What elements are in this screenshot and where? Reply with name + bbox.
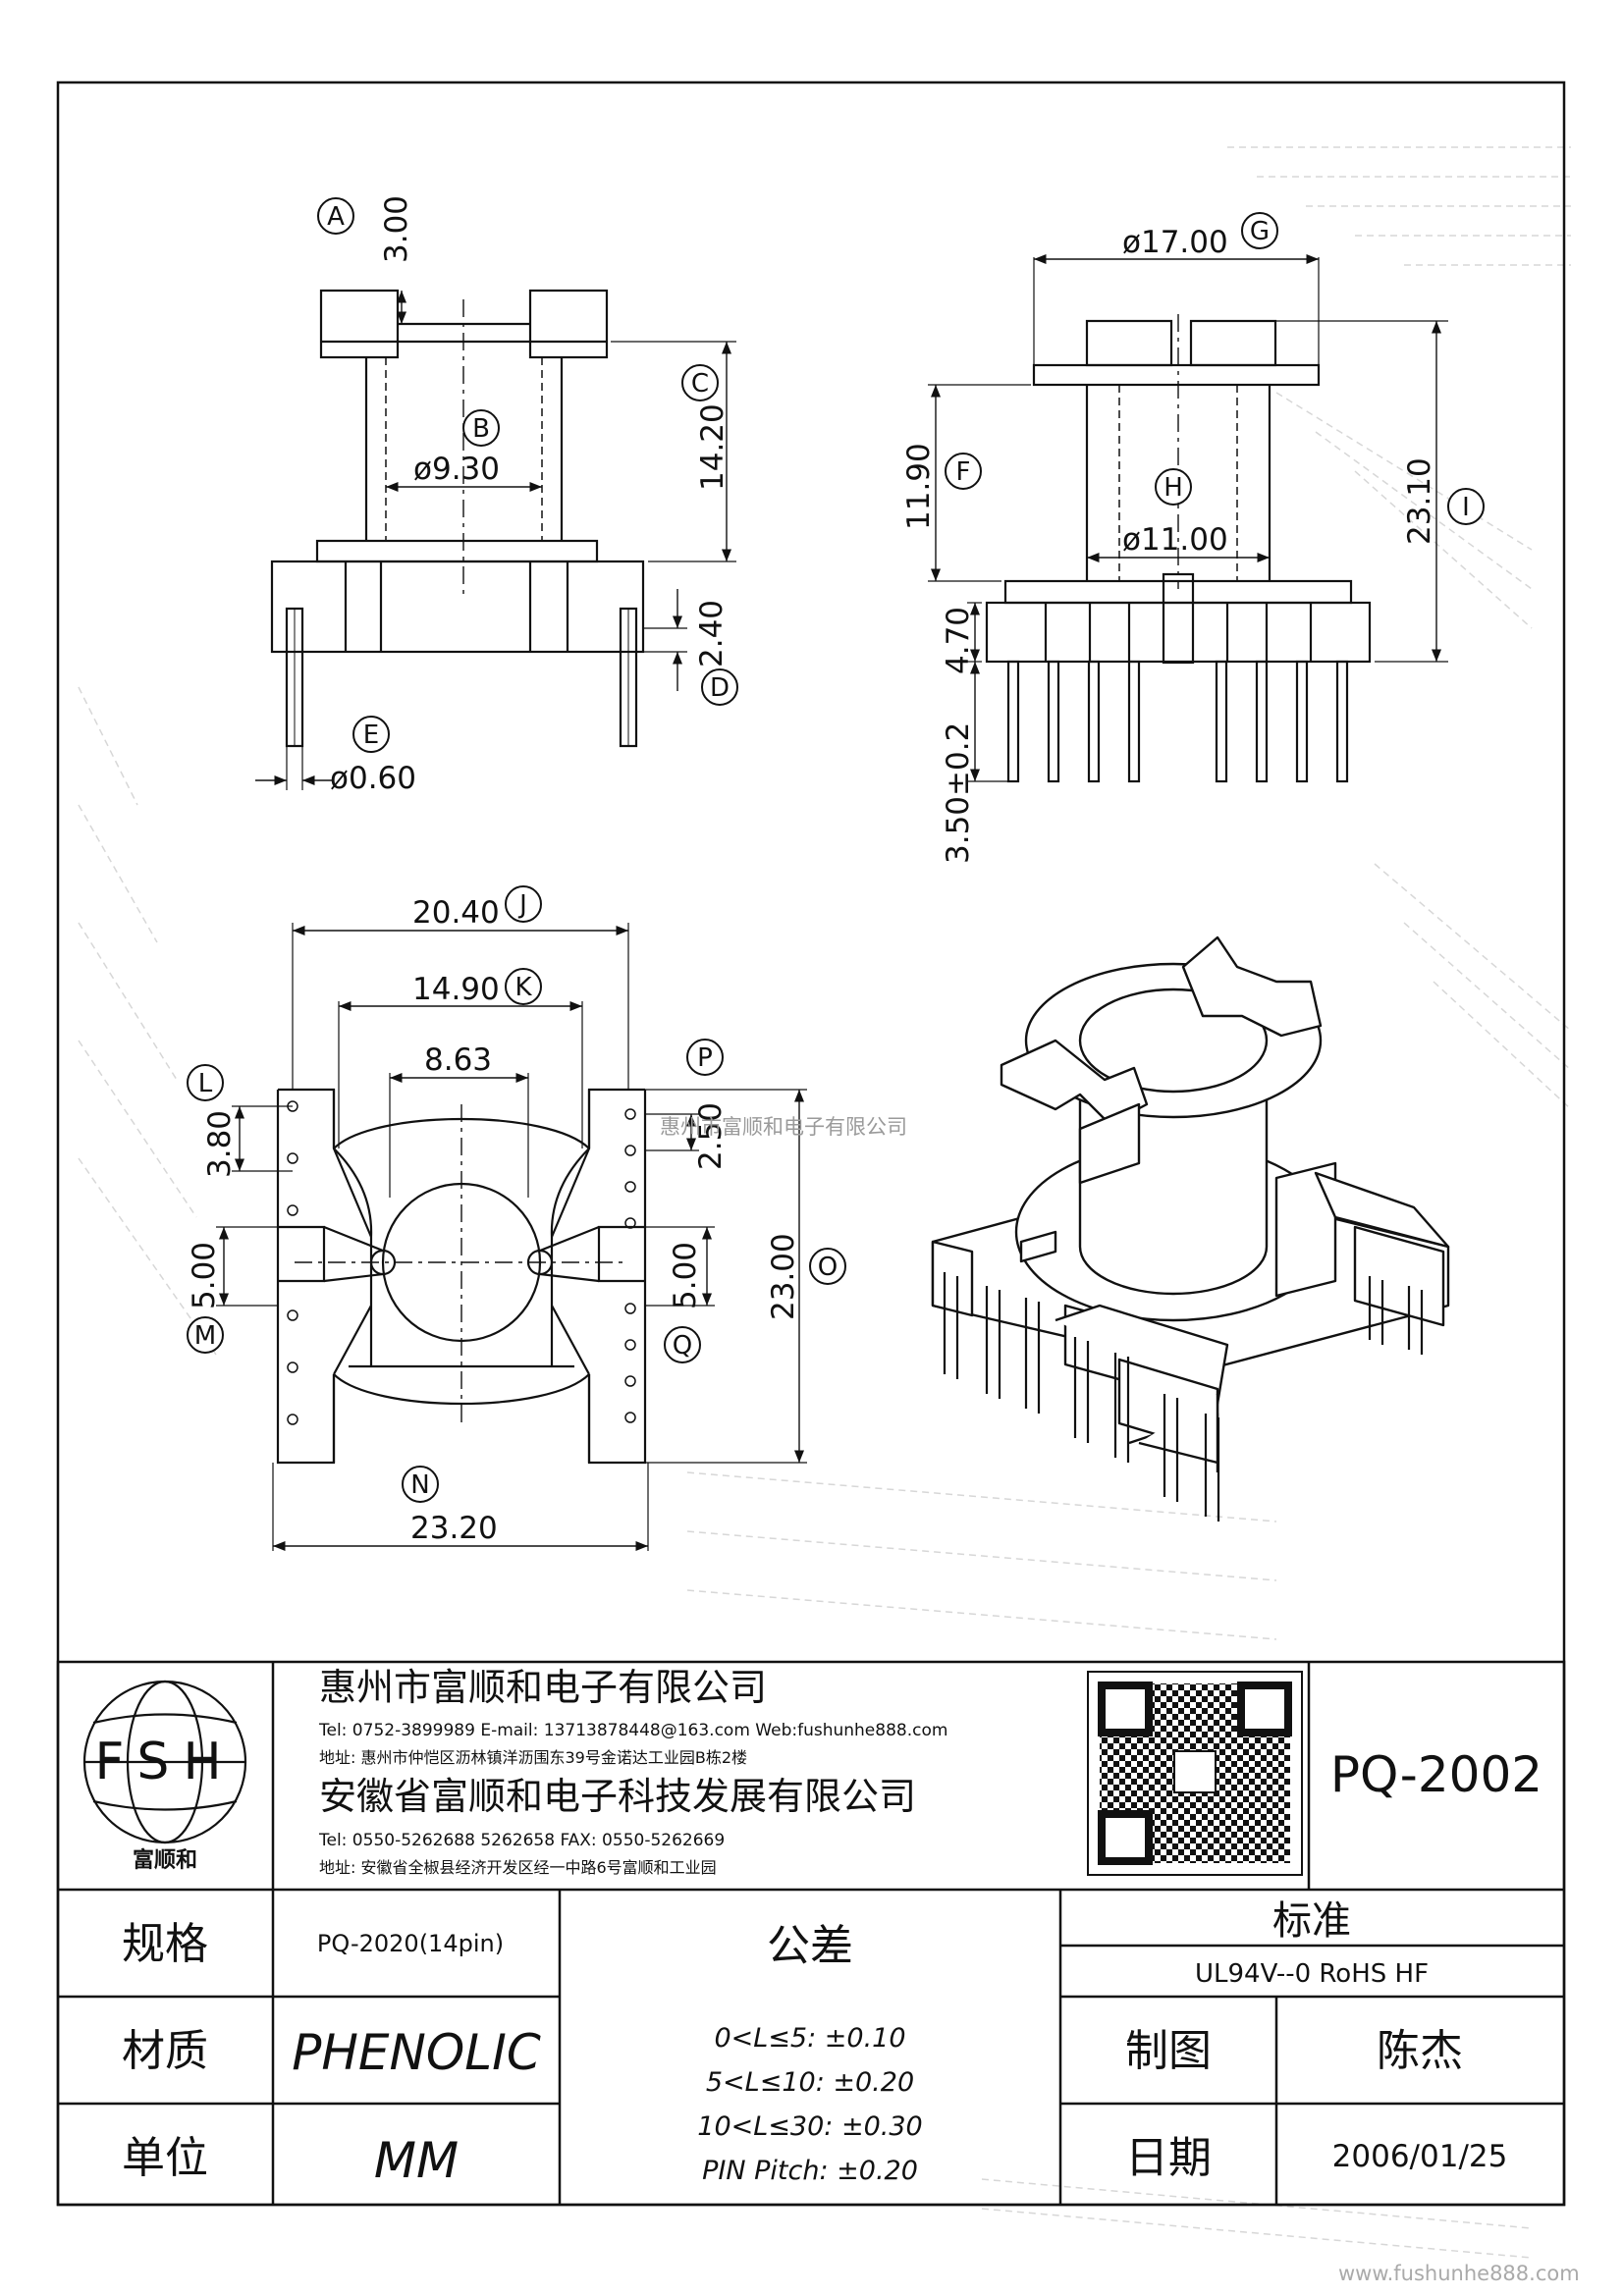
drawing-border xyxy=(56,80,1566,2207)
label-h: H xyxy=(1163,473,1183,503)
label-c: C xyxy=(691,369,709,399)
tolerance-label: 公差 xyxy=(767,1921,853,1971)
date-value: 2006/01/25 xyxy=(1332,2139,1508,2174)
label-j: J xyxy=(517,890,527,920)
tolerance-2: 5<L≤10: ±0.20 xyxy=(706,2067,914,2098)
dim-side-d: 2.40 xyxy=(694,600,730,667)
dim-front-i: 23.10 xyxy=(1402,457,1437,545)
tolerance-4: PIN Pitch: ±0.20 xyxy=(702,2156,918,2186)
date-label: 日期 xyxy=(1125,2133,1212,2183)
isometric-view xyxy=(931,935,1450,1472)
spec-value: PQ-2020(14pin) xyxy=(317,1930,504,1957)
drawn-label: 制图 xyxy=(1125,2026,1212,2076)
dim-bottom-j: 20.40 xyxy=(412,895,500,931)
dim-side-c: 14.20 xyxy=(695,403,730,491)
logo-caption: 富顺和 xyxy=(133,1847,197,1873)
isometric-pins xyxy=(943,1272,1424,1522)
label-g: G xyxy=(1250,217,1270,246)
unit-value: MM xyxy=(374,2132,459,2189)
label-n: N xyxy=(410,1470,429,1500)
company1-name: 惠州市富顺和电子有限公司 xyxy=(319,1666,767,1709)
dim-bottom-k: 14.90 xyxy=(412,972,500,1007)
label-p: P xyxy=(697,1043,713,1073)
company2-contact: Tel: 0550-5262688 5262658 FAX: 0550-5262… xyxy=(318,1831,725,1850)
drawn-value: 陈杰 xyxy=(1377,2026,1463,2076)
label-b: B xyxy=(472,414,490,444)
circled-labels xyxy=(187,197,1485,1503)
watermark-url: www.fushunhe888.com xyxy=(1338,2262,1580,2285)
dim-front-f: 11.90 xyxy=(901,443,937,530)
material-label: 材质 xyxy=(122,2026,208,2076)
standard-label: 标准 xyxy=(1272,1898,1351,1944)
label-o: O xyxy=(818,1253,838,1282)
label-d: D xyxy=(710,673,730,703)
dim-front-h1: 4.70 xyxy=(941,607,976,674)
watermark-company: 惠州市富顺和电子有限公司 xyxy=(660,1115,907,1139)
label-e: E xyxy=(363,721,379,750)
bottom-view xyxy=(216,923,807,1552)
dim-side-a: 3.00 xyxy=(379,195,414,263)
company1-contact: Tel: 0752-3899989 E-mail: 13713878448@16… xyxy=(318,1721,947,1740)
dim-front-g: ø17.00 xyxy=(1122,225,1228,260)
label-m: M xyxy=(194,1321,216,1351)
tolerance-3: 10<L≤30: ±0.30 xyxy=(697,2111,922,2142)
dim-bottom-q: 5.00 xyxy=(668,1242,703,1309)
logo-letters: FSH xyxy=(94,1733,235,1791)
dim-bottom-l: 3.80 xyxy=(202,1110,238,1178)
dim-bottom-p: 2.50 xyxy=(693,1102,729,1170)
dim-front-h2: 3.50±0.2 xyxy=(941,722,976,864)
dim-side-b: ø9.30 xyxy=(413,452,500,487)
dim-bottom-n: 23.20 xyxy=(410,1511,498,1546)
dim-front-h: ø11.00 xyxy=(1122,522,1228,558)
fsh-logo xyxy=(82,1680,247,1844)
qr-code xyxy=(1087,1671,1303,1876)
label-k: K xyxy=(514,973,532,1002)
material-value: PHENOLIC xyxy=(292,2024,541,2081)
front-view xyxy=(928,253,1448,783)
dim-bottom-k2: 8.63 xyxy=(424,1042,492,1078)
company2-name: 安徽省富顺和电子科技发展有限公司 xyxy=(319,1775,916,1818)
label-i: I xyxy=(1462,493,1470,522)
title-block-grid xyxy=(56,1660,1566,2207)
circled-label-text: A B C D E F G H I J K L M N O P Q xyxy=(194,202,1470,1500)
spec-label: 规格 xyxy=(122,1919,208,1969)
dim-bottom-m: 5.00 xyxy=(187,1242,222,1309)
unit-label: 单位 xyxy=(122,2133,208,2183)
company2-address: 地址: 安徽省全椒县经济开发区经一中路6号富顺和工业园 xyxy=(319,1858,717,1877)
dim-bottom-o: 23.00 xyxy=(766,1233,801,1320)
company1-address: 地址: 惠州市仲恺区沥林镇洋沥围东39号金诺达工业园B栋2楼 xyxy=(319,1748,747,1767)
part-number: PQ-2002 xyxy=(1330,1746,1542,1803)
dim-side-e: ø0.60 xyxy=(330,761,416,796)
side-view xyxy=(255,289,736,790)
standard-value: UL94V--0 RoHS HF xyxy=(1195,1959,1429,1989)
label-f: F xyxy=(956,457,971,487)
label-l: L xyxy=(198,1069,213,1098)
label-a: A xyxy=(327,202,345,232)
label-q: Q xyxy=(673,1331,692,1361)
tolerance-1: 0<L≤5: ±0.10 xyxy=(714,2023,905,2054)
background-stripes xyxy=(78,146,1572,2259)
